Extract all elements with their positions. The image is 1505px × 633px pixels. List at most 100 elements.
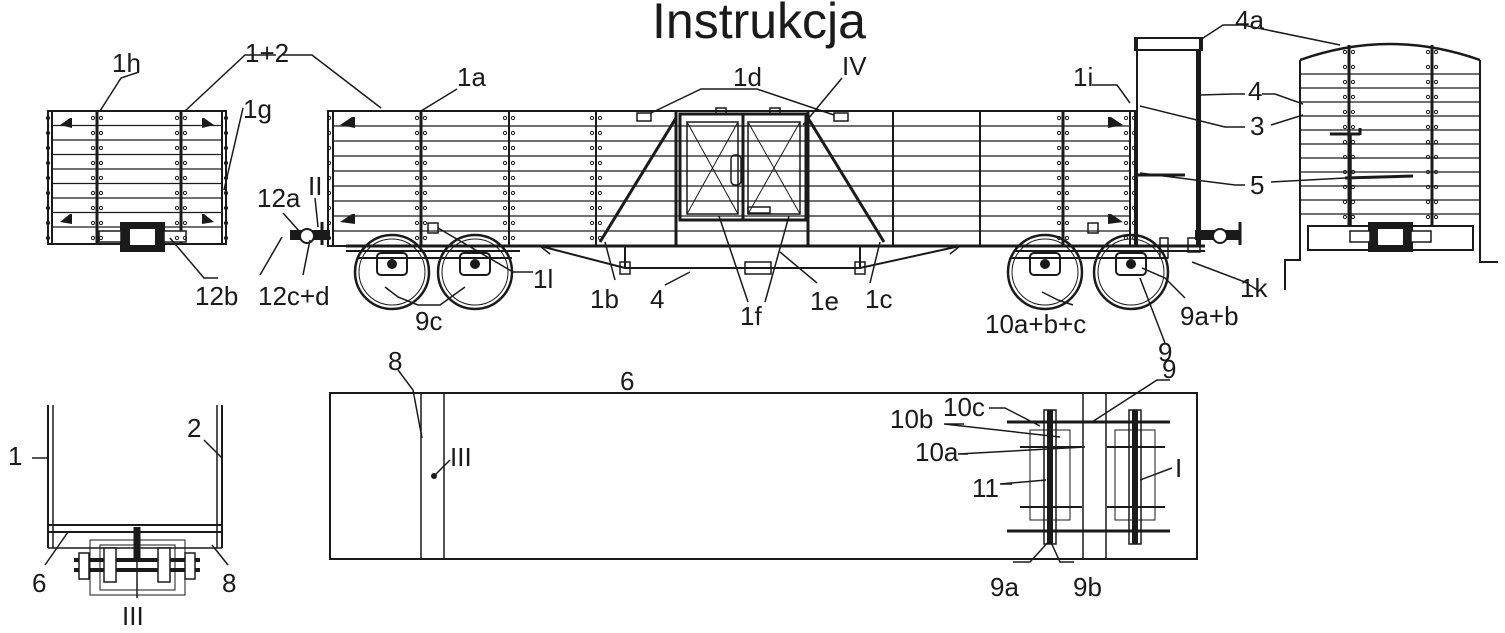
rivet bbox=[90, 160, 96, 166]
rivet bbox=[182, 190, 188, 196]
label-9c: 9c bbox=[415, 306, 442, 336]
rivet bbox=[414, 235, 420, 241]
rivet bbox=[1342, 49, 1348, 55]
rivet bbox=[98, 160, 104, 166]
rivet bbox=[45, 130, 51, 136]
rivet bbox=[1064, 175, 1070, 181]
rivet bbox=[1123, 160, 1129, 166]
rivet bbox=[1342, 94, 1348, 100]
rivet bbox=[589, 190, 595, 196]
rivet bbox=[1433, 169, 1439, 175]
label-4: 4 bbox=[1248, 76, 1262, 106]
rivet bbox=[182, 145, 188, 151]
leader-lines bbox=[32, 24, 1346, 598]
rivet bbox=[326, 160, 332, 166]
label-12a: 12a bbox=[257, 183, 301, 213]
rivet bbox=[1433, 94, 1439, 100]
rivet bbox=[1064, 115, 1070, 121]
rivet bbox=[502, 220, 508, 226]
rivet bbox=[1131, 160, 1137, 166]
label-1-plus-2: 1+2 bbox=[245, 38, 289, 68]
rivet bbox=[326, 190, 332, 196]
rivet bbox=[1131, 235, 1137, 241]
rivet bbox=[1342, 184, 1348, 190]
rivet bbox=[174, 175, 180, 181]
labels: 1h 1+2 1a 1d IV 1i 4a 4 3 5 1g 12a II 12… bbox=[8, 5, 1268, 631]
rivet bbox=[1131, 145, 1137, 151]
label-9a-b: 9a+b bbox=[1180, 301, 1239, 331]
rivet bbox=[1425, 214, 1431, 220]
rivet bbox=[174, 160, 180, 166]
label-9a: 9a bbox=[990, 572, 1019, 602]
rivet bbox=[182, 235, 188, 241]
rivet bbox=[414, 160, 420, 166]
rivet bbox=[1350, 184, 1356, 190]
label-10a: 10a bbox=[915, 437, 959, 467]
label-5: 5 bbox=[1250, 170, 1264, 200]
rivet bbox=[422, 235, 428, 241]
label-10b: 10b bbox=[890, 404, 933, 434]
rivet bbox=[510, 115, 516, 121]
rivet bbox=[414, 205, 420, 211]
rivet bbox=[1433, 199, 1439, 205]
rivet bbox=[502, 130, 508, 136]
rivet bbox=[1131, 175, 1137, 181]
rivet bbox=[223, 220, 229, 226]
label-IV: IV bbox=[842, 51, 867, 81]
rivet bbox=[98, 235, 104, 241]
rivet bbox=[1056, 190, 1062, 196]
label-9: 9 bbox=[1158, 337, 1172, 367]
brakeman-cabin-side bbox=[1134, 37, 1203, 247]
label-1l: 1l bbox=[533, 264, 553, 294]
rivet bbox=[1342, 124, 1348, 130]
rivet bbox=[1433, 214, 1439, 220]
rivet bbox=[90, 190, 96, 196]
rivet bbox=[502, 205, 508, 211]
rivet bbox=[1342, 214, 1348, 220]
rivet bbox=[326, 145, 332, 151]
rivet bbox=[1064, 220, 1070, 226]
rivet bbox=[1425, 154, 1431, 160]
rivet bbox=[597, 145, 603, 151]
rivet bbox=[223, 130, 229, 136]
label-6-section: 6 bbox=[32, 568, 46, 598]
label-II: II bbox=[308, 171, 322, 201]
rivet bbox=[1056, 235, 1062, 241]
rivet bbox=[414, 115, 420, 121]
rivet bbox=[223, 235, 229, 241]
rivet bbox=[414, 175, 420, 181]
rivet bbox=[1123, 205, 1129, 211]
rivet bbox=[90, 115, 96, 121]
rivet bbox=[1433, 79, 1439, 85]
rivet bbox=[414, 130, 420, 136]
rivet bbox=[326, 235, 332, 241]
rivet bbox=[182, 205, 188, 211]
rivet bbox=[1131, 130, 1137, 136]
rivet bbox=[326, 115, 332, 121]
rivet bbox=[422, 145, 428, 151]
rivet bbox=[589, 115, 595, 121]
rivet bbox=[1131, 220, 1137, 226]
rivet bbox=[1425, 139, 1431, 145]
rivet bbox=[414, 145, 420, 151]
rivet bbox=[174, 115, 180, 121]
rivet bbox=[510, 205, 516, 211]
label-4-truss: 4 bbox=[650, 284, 664, 314]
rivet bbox=[1064, 205, 1070, 211]
rivet bbox=[510, 220, 516, 226]
rivet bbox=[1056, 220, 1062, 226]
label-I: I bbox=[1175, 453, 1182, 483]
rivet bbox=[45, 220, 51, 226]
rivet bbox=[223, 160, 229, 166]
rivet bbox=[90, 235, 96, 241]
label-1f: 1f bbox=[740, 301, 762, 331]
rivet bbox=[1425, 109, 1431, 115]
rivet bbox=[98, 145, 104, 151]
rivet bbox=[1425, 79, 1431, 85]
rivet bbox=[1425, 124, 1431, 130]
rivet bbox=[1350, 154, 1356, 160]
rivet bbox=[223, 115, 229, 121]
rivet bbox=[597, 190, 603, 196]
rivet bbox=[1433, 49, 1439, 55]
rivet bbox=[510, 190, 516, 196]
